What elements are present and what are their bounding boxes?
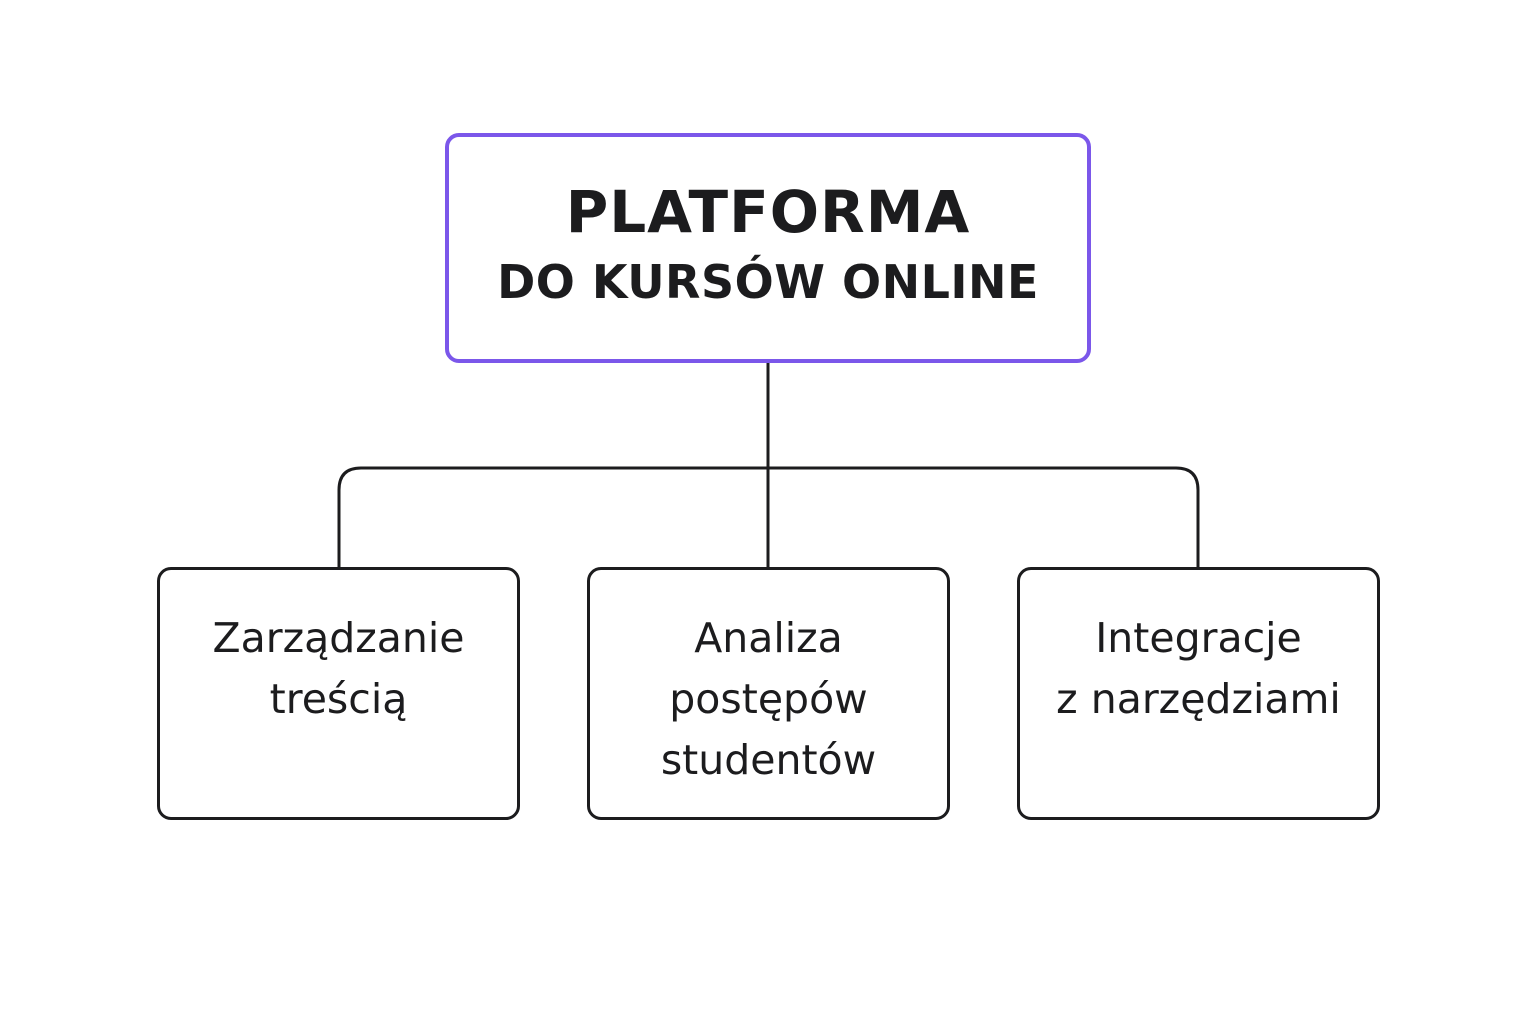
child-node-progress-analysis: Analiza postępów studentów	[587, 567, 950, 820]
child-node-label-line: Zarządzanie	[212, 614, 465, 662]
child-node-label-line: Integracje	[1095, 614, 1302, 662]
child-node-label-line: Analiza	[694, 614, 843, 662]
root-title-line2: DO KURSÓW ONLINE	[497, 255, 1039, 309]
root-title-line1: PLATFORMA	[565, 178, 971, 246]
child-node-label-line: treścią	[269, 675, 408, 723]
connector-horizontal-bus	[337, 466, 1200, 567]
child-node-content-management: Zarządzanie treścią	[157, 567, 520, 820]
root-node: PLATFORMA DO KURSÓW ONLINE	[445, 133, 1091, 363]
child-node-label-line: z narzędziami	[1056, 675, 1341, 723]
child-node-integrations: Integracje z narzędziami	[1017, 567, 1380, 820]
child-node-label-line: postępów	[669, 675, 868, 723]
child-node-label-line: studentów	[660, 736, 877, 784]
